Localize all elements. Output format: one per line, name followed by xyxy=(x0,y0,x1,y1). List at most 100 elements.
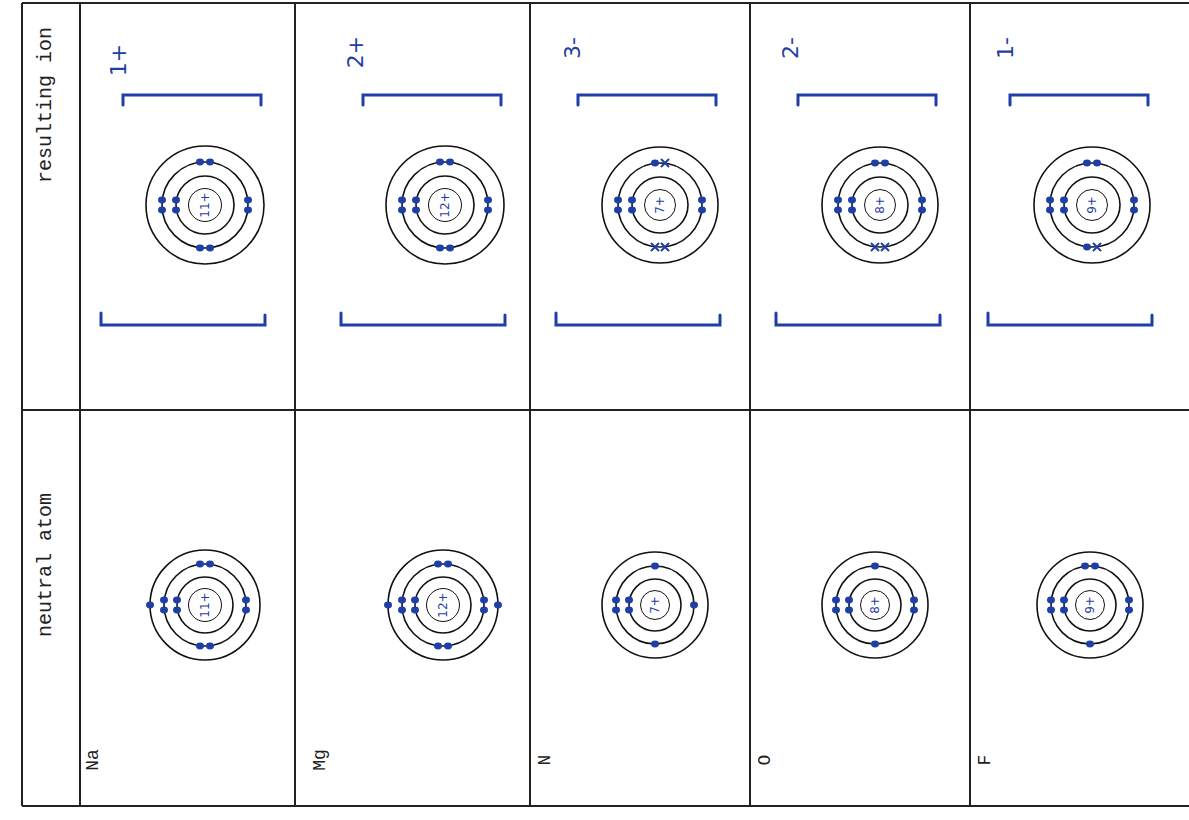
electron-shell xyxy=(1037,552,1143,658)
electron-dot xyxy=(244,207,252,214)
element-symbol: Mg xyxy=(310,749,330,771)
electron-dot xyxy=(834,207,842,214)
nucleus-circle: 8+ xyxy=(864,189,896,221)
ion-charge: 2- xyxy=(778,37,803,59)
electron-dot xyxy=(881,160,889,167)
table-grid xyxy=(22,3,1189,806)
ion-bracket xyxy=(578,95,716,105)
nucleus-charge: 9+ xyxy=(1083,596,1097,614)
electron-shell xyxy=(822,552,928,658)
electron-shell xyxy=(822,147,938,263)
electron-shell xyxy=(177,577,233,633)
electron-dot xyxy=(871,160,879,167)
electron-dot xyxy=(411,607,419,614)
electron-dot xyxy=(1046,197,1054,204)
electron-dot xyxy=(910,597,918,604)
electron-dot xyxy=(444,561,452,568)
ion-bracket xyxy=(123,95,261,105)
electron-dot xyxy=(690,602,698,609)
ion-charge: 1- xyxy=(993,37,1018,59)
nucleus-circle: 7+ xyxy=(644,189,676,221)
electron-dot xyxy=(158,197,166,204)
electron-dot xyxy=(146,602,154,609)
electron-dot xyxy=(196,159,204,166)
electron-dot xyxy=(612,597,620,604)
electron-shell xyxy=(1050,163,1134,247)
electron-dot xyxy=(242,607,250,614)
electron-shell xyxy=(1064,177,1120,233)
electron-dot xyxy=(484,207,492,214)
electron-shell xyxy=(1034,147,1150,263)
nucleus-charge: 7+ xyxy=(648,596,662,614)
electron-dot xyxy=(1130,197,1138,204)
electron-dot xyxy=(444,643,452,650)
electron-cross xyxy=(1093,243,1101,251)
electron-dot xyxy=(480,597,488,604)
electron-dot xyxy=(173,607,181,614)
electron-shell xyxy=(415,577,471,633)
electron-dot xyxy=(845,597,853,604)
electron-shell xyxy=(836,566,914,644)
nucleus-charge: 11+ xyxy=(198,592,212,617)
electron-dot xyxy=(244,197,252,204)
electron-shell xyxy=(162,162,248,248)
electron-dot xyxy=(918,207,926,214)
electron-dot xyxy=(628,197,636,204)
electron-dot xyxy=(651,160,659,167)
electron-dot xyxy=(871,641,879,648)
nucleus-charge: 12+ xyxy=(438,192,452,217)
electron-dot xyxy=(1125,597,1133,604)
element-symbol: O xyxy=(755,755,775,766)
electron-dot xyxy=(446,159,454,166)
nucleus-charge: 9+ xyxy=(1085,196,1099,214)
element-symbol: N xyxy=(535,755,555,766)
electron-cross xyxy=(881,243,889,251)
electron-dot xyxy=(1091,563,1099,570)
electron-dot xyxy=(614,197,622,204)
electron-dot xyxy=(173,597,181,604)
electron-dot xyxy=(172,207,180,214)
electron-dot xyxy=(242,597,250,604)
electron-dot xyxy=(614,207,622,214)
electron-shell xyxy=(1064,579,1116,631)
electron-dot xyxy=(1047,597,1055,604)
electron-dot xyxy=(434,561,442,568)
electron-dot xyxy=(398,197,406,204)
electron-dot xyxy=(172,197,180,204)
electron-shell xyxy=(402,162,488,248)
element-symbol: F xyxy=(975,755,995,766)
electron-cross xyxy=(651,243,659,251)
electron-dot xyxy=(1125,607,1133,614)
electron-dot xyxy=(910,607,918,614)
electron-dot xyxy=(1047,607,1055,614)
electron-dot xyxy=(698,197,706,204)
electron-dot xyxy=(206,561,214,568)
column-header: resulting ion xyxy=(34,27,57,183)
nucleus-circle: 11+ xyxy=(188,588,222,622)
ion-bracket xyxy=(101,313,265,325)
electron-dot xyxy=(160,597,168,604)
electron-dot xyxy=(1060,207,1068,214)
electron-dot xyxy=(651,641,659,648)
electron-dot xyxy=(196,245,204,252)
electron-shell xyxy=(838,163,922,247)
electron-dot xyxy=(651,563,659,570)
electron-dot xyxy=(1130,207,1138,214)
nucleus-circle: 12+ xyxy=(426,588,460,622)
electron-dot xyxy=(918,197,926,204)
nucleus-charge: 11+ xyxy=(198,192,212,217)
nucleus-circle: 12+ xyxy=(428,188,462,222)
electron-shell xyxy=(386,146,504,264)
electron-shell xyxy=(629,579,681,631)
nucleus-circle: 7+ xyxy=(640,590,670,620)
electron-dot xyxy=(494,602,502,609)
ion-bracket xyxy=(556,313,720,325)
electron-shell xyxy=(402,564,484,646)
nucleus-circle: 9+ xyxy=(1076,189,1108,221)
electron-dot xyxy=(1083,244,1091,251)
nucleus-circle: 9+ xyxy=(1075,590,1105,620)
electron-dot xyxy=(436,245,444,252)
electron-dot xyxy=(834,197,842,204)
electron-dot xyxy=(628,207,636,214)
nucleus-charge: 8+ xyxy=(873,196,887,214)
